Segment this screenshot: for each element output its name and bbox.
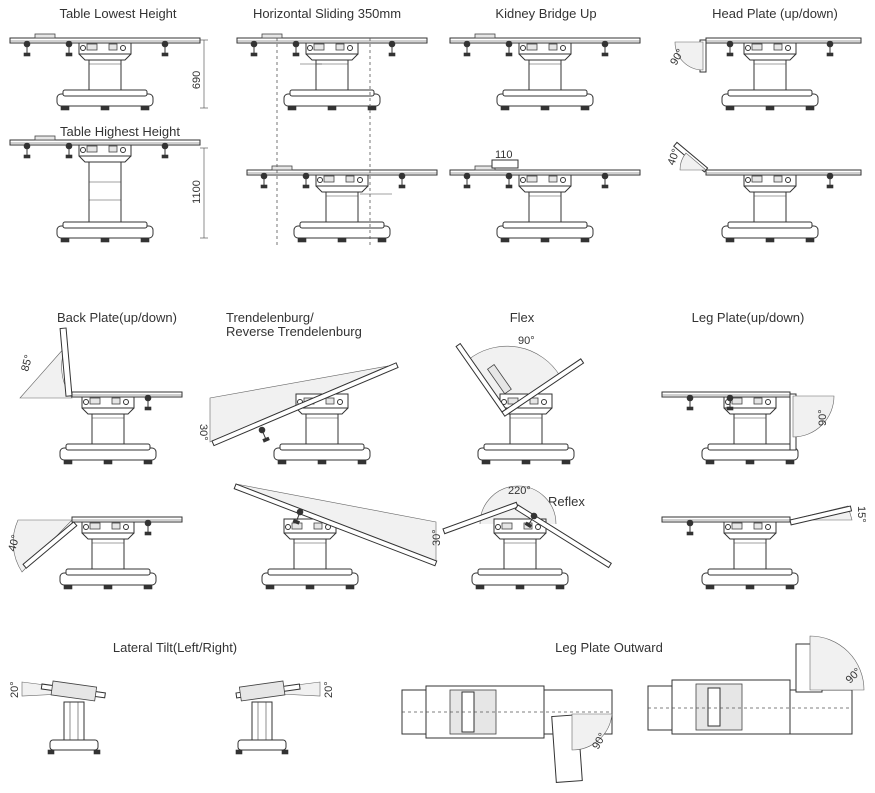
- dimension-label: 690: [191, 71, 203, 89]
- panel-leg-plate-outward: Leg Plate Outward 90° 90°: [401, 635, 865, 783]
- angle-label: 30°: [431, 529, 443, 546]
- panel-title: Kidney Bridge Up: [495, 6, 596, 21]
- angle-label: 40°: [6, 534, 22, 553]
- panel-horizontal-sliding: Horizontal Sliding 350mm: [237, 6, 437, 246]
- height-dimension: 1100: [191, 147, 208, 239]
- top-view-right: 90°: [647, 635, 865, 735]
- panel-kidney-bridge: Kidney Bridge Up 110: [450, 6, 640, 242]
- panel-title-line2: Reverse Trendelenburg: [226, 324, 362, 339]
- angle-label: 90°: [817, 409, 829, 426]
- panel-flex: Flex 90° Reflex 220°: [442, 310, 612, 589]
- panel-leg-plate: Leg Plate(up/down) 90° 15°: [661, 310, 867, 589]
- panel-title: Table Highest Height: [60, 124, 180, 139]
- panel-title: Horizontal Sliding 350mm: [253, 6, 401, 21]
- angle-label: 220°: [508, 485, 531, 497]
- angle-label: 40°: [666, 147, 683, 167]
- dimension-label: 1100: [191, 180, 203, 204]
- panel-title: Back Plate(up/down): [57, 310, 177, 325]
- angle-label: 85°: [19, 354, 35, 373]
- panel-title: Head Plate (up/down): [712, 6, 838, 21]
- angle-label: 30°: [197, 424, 209, 441]
- panel-title: Leg Plate Outward: [555, 640, 663, 655]
- panel-title: Leg Plate(up/down): [692, 310, 805, 325]
- panel-lowest-height: Table Lowest Height 690: [10, 6, 208, 110]
- panel-title: Lateral Tilt(Left/Right): [113, 640, 237, 655]
- angle-label: 15°: [855, 506, 867, 523]
- angle-label: 20°: [9, 681, 21, 698]
- panel-reflex: Reflex 220°: [442, 485, 612, 589]
- panel-highest-height: Table Highest Height 1100: [10, 124, 208, 242]
- panel-title: Table Lowest Height: [59, 6, 176, 21]
- panel-trendelenburg: Trendelenburg/ Reverse Trendelenburg 30°…: [197, 310, 443, 589]
- angle-label: 90°: [518, 335, 535, 347]
- angle-label: 20°: [323, 681, 335, 698]
- panel-title: Flex: [510, 310, 535, 325]
- height-dimension: 690: [191, 39, 208, 109]
- panel-title-line1: Trendelenburg/: [226, 310, 314, 325]
- panel-title: Reflex: [548, 494, 585, 509]
- panel-back-plate: Back Plate(up/down) 85° 40°: [6, 310, 183, 589]
- panel-lateral-tilt: Lateral Tilt(Left/Right) 20° 20°: [9, 640, 335, 755]
- panel-head-plate: Head Plate (up/down) 90° 40°: [666, 6, 862, 242]
- top-view-left: 90°: [401, 685, 613, 783]
- dimension-label: 110: [495, 149, 513, 161]
